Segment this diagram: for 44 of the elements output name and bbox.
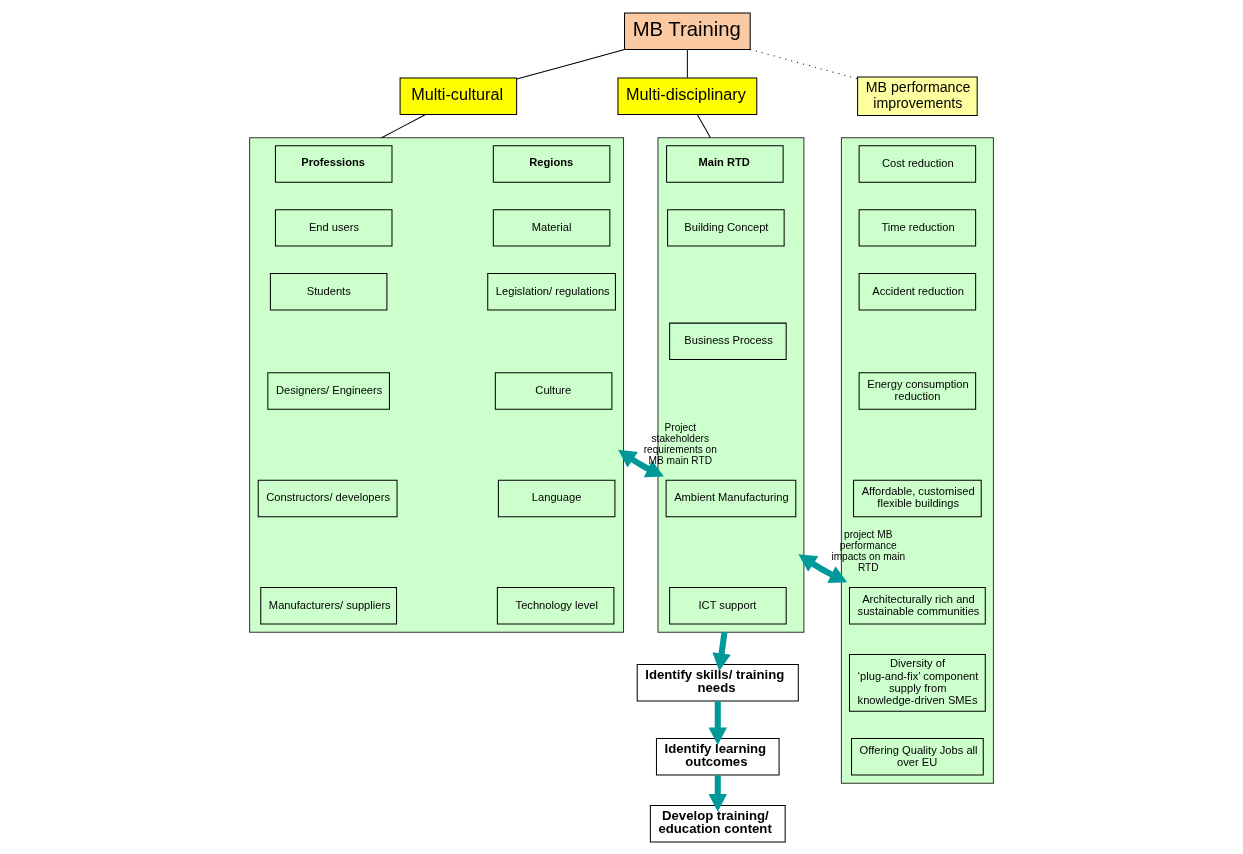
node-box: Main RTD bbox=[666, 144, 784, 183]
node-box: Building Concept bbox=[667, 208, 785, 247]
node-box: Offering Quality Jobs all over EU bbox=[851, 737, 984, 776]
node-box: Time reduction bbox=[858, 208, 977, 247]
node-box: Legislation/ regulations bbox=[487, 272, 616, 310]
node-box: End users bbox=[274, 208, 393, 247]
connector bbox=[381, 113, 427, 138]
arrow bbox=[708, 700, 728, 745]
node-box: Accident reduction bbox=[858, 272, 977, 310]
node-box: Manufacturers/ suppliers bbox=[260, 586, 398, 625]
node-box: Culture bbox=[494, 371, 613, 410]
node-box: Students bbox=[269, 272, 388, 310]
node-box: Material bbox=[492, 208, 611, 247]
node-box: MB Training bbox=[624, 12, 751, 50]
node-box: Identify skills/ training needs bbox=[636, 663, 799, 702]
edge-label: Project stakeholders requirements on MB main RTD bbox=[643, 421, 717, 466]
node-box: Architecturally rich and sustainable communities bbox=[849, 586, 986, 625]
arrow bbox=[618, 449, 664, 477]
node-box: Regions bbox=[492, 144, 611, 183]
node-box: Multi-cultural bbox=[399, 76, 518, 115]
node-box: Designers/ Engineers bbox=[267, 371, 390, 410]
node-box: Ambient Manufacturing bbox=[665, 479, 797, 517]
node-box: ICT support bbox=[669, 586, 787, 625]
node-box: Professions bbox=[274, 144, 393, 183]
node-box: Multi-disciplinary bbox=[617, 76, 758, 115]
node-box: Energy consumption reduction bbox=[858, 371, 977, 410]
node-box: Diversity of ‘plug-and-fix’ component supply from knowledge-driven SMEs bbox=[849, 653, 986, 712]
node-box: Cost reduction bbox=[858, 144, 977, 183]
node-box: Constructors/ developers bbox=[257, 479, 398, 517]
node-box: Business Process bbox=[669, 322, 787, 360]
cluster bbox=[249, 136, 625, 633]
connector bbox=[696, 113, 711, 138]
node-box: Language bbox=[497, 479, 616, 517]
connector bbox=[749, 48, 858, 79]
node-box: Affordable, customised flexible buildings bbox=[853, 479, 982, 517]
arrow bbox=[708, 774, 728, 812]
arrow bbox=[798, 553, 848, 583]
arrow bbox=[712, 631, 731, 671]
node-box: Identify learning outcomes bbox=[655, 737, 780, 776]
node-box: MB performance improvements bbox=[857, 75, 978, 116]
connector bbox=[516, 48, 625, 80]
connector bbox=[686, 48, 688, 78]
node-box: Develop training/ education content bbox=[649, 804, 786, 842]
node-box: Technology level bbox=[496, 586, 615, 625]
